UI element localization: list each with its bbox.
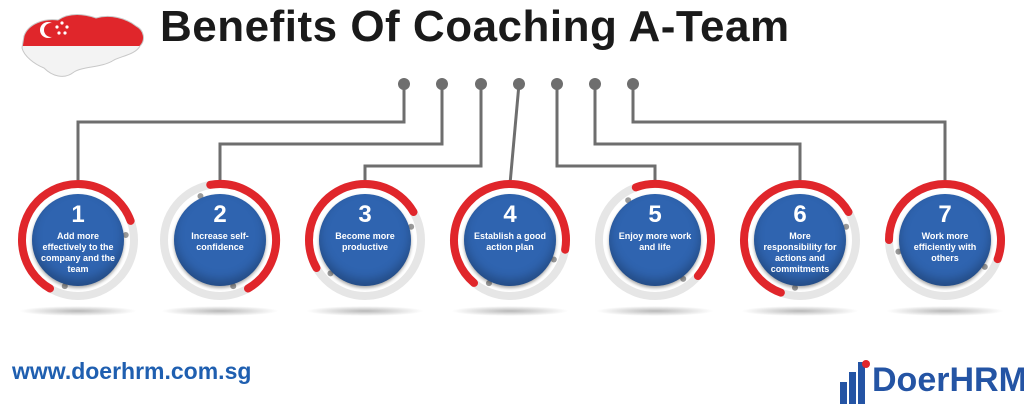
benefit-number: 3 bbox=[358, 201, 372, 228]
website-url[interactable]: www.doerhrm.com.sg bbox=[12, 358, 252, 384]
connector-line bbox=[631, 84, 947, 186]
benefit-number: 1 bbox=[71, 201, 85, 228]
ring-dot bbox=[122, 231, 129, 238]
connector-line bbox=[508, 83, 521, 185]
benefit-text: Increase self-confidence bbox=[191, 231, 249, 252]
singapore-flag-map-icon bbox=[18, 6, 148, 84]
benefit-number: 2 bbox=[213, 201, 227, 228]
ring-red-arc bbox=[206, 180, 280, 293]
logo-wordmark: DoerHRM bbox=[872, 361, 1024, 399]
node-shadow bbox=[886, 306, 1004, 316]
ring-red-arc bbox=[631, 180, 715, 280]
benefit-number: 6 bbox=[793, 201, 807, 228]
connector-line bbox=[363, 84, 483, 186]
node-shadow bbox=[306, 306, 424, 316]
benefit-text: Work more efficiently with others bbox=[913, 231, 977, 263]
ring-red-arc bbox=[885, 180, 1005, 264]
node-shadow bbox=[161, 306, 279, 316]
benefit-text: Establish a good action plan bbox=[473, 231, 546, 252]
ring-red-arc bbox=[18, 180, 135, 293]
page-title: Benefits Of Coaching A-Team bbox=[160, 2, 790, 51]
connector-line bbox=[218, 84, 444, 186]
connector-line bbox=[76, 84, 406, 186]
node-shadow bbox=[741, 306, 859, 316]
ring-red-arc bbox=[740, 180, 853, 297]
benefit-number: 5 bbox=[648, 201, 662, 228]
node-shadow bbox=[19, 306, 137, 316]
ring-dot bbox=[791, 284, 798, 291]
benefit-number: 4 bbox=[503, 201, 517, 228]
benefit-text: More responsibility for actions and comm… bbox=[763, 231, 837, 274]
benefit-text: Enjoy more work and life bbox=[618, 231, 692, 252]
node-shadow bbox=[451, 306, 569, 316]
node-shadow bbox=[596, 306, 714, 316]
ring-dot bbox=[230, 283, 237, 290]
ring-red-arc bbox=[305, 180, 418, 272]
ring-dot bbox=[550, 256, 557, 263]
connector-line bbox=[555, 84, 657, 186]
ring-red-arc bbox=[450, 180, 570, 287]
benefit-number: 7 bbox=[938, 201, 952, 228]
connector-line bbox=[593, 84, 802, 186]
benefit-text: Add more effectively to the company and … bbox=[40, 231, 115, 274]
benefit-text: Become more productive bbox=[335, 231, 395, 252]
doerhrm-logo: DoerHRM bbox=[840, 352, 1024, 404]
bar-chart-logo-icon bbox=[840, 356, 870, 404]
